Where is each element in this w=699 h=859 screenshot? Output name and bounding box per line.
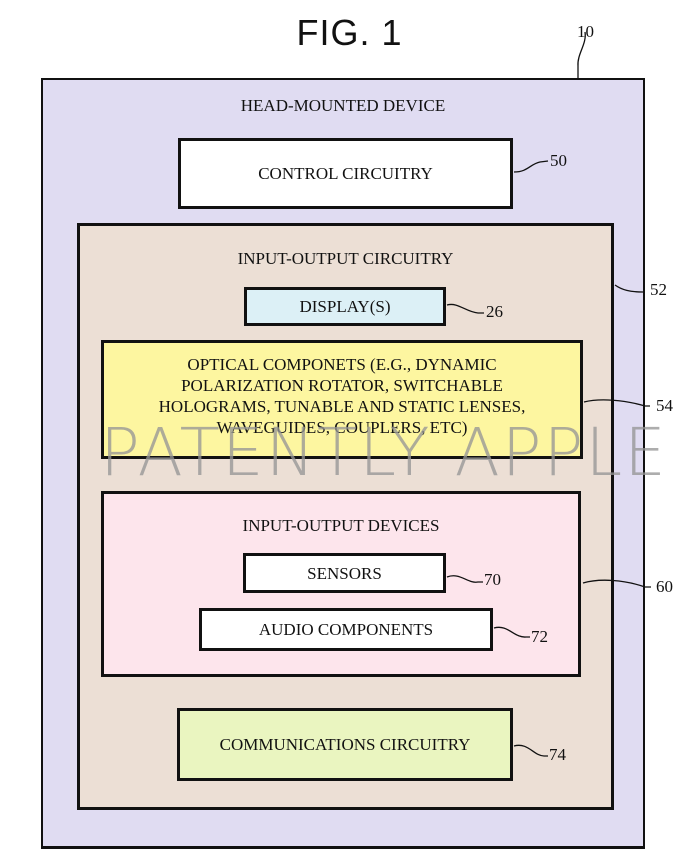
optical-components-block: OPTICAL COMPONETS (E.G., DYNAMIC POLARIZ… [101,340,583,459]
ref-50: 50 [550,151,567,170]
sensors-label: SENSORS [307,563,382,583]
sensors-block: SENSORS [243,553,446,593]
communications-circuitry-block: COMMUNICATIONS CIRCUITRY [177,708,513,781]
ref-70: 70 [484,570,501,589]
head-mounted-device-label: HEAD-MOUNTED DEVICE [240,96,446,115]
optical-components-line: HOLOGRAMS, TUNABLE AND STATIC LENSES, [158,396,526,416]
displays-block: DISPLAY(S) [244,287,446,326]
displays-label: DISPLAY(S) [299,297,391,316]
input-output-devices-label: INPUT-OUTPUT DEVICES [242,516,440,535]
audio-components-label: AUDIO COMPONENTS [258,620,434,639]
communications-circuitry-label: COMMUNICATIONS CIRCUITRY [219,735,471,754]
ref-54: 54 [656,396,673,415]
ref-26: 26 [486,302,503,321]
figure-title: FIG. 1 [296,12,403,53]
optical-components-line: OPTICAL COMPONETS (E.G., DYNAMIC [187,354,497,374]
optical-components-line: POLARIZATION ROTATOR, SWITCHABLE [181,375,503,395]
audio-components-block: AUDIO COMPONENTS [199,608,493,651]
ref-74: 74 [549,745,566,764]
control-circuitry-block: CONTROL CIRCUITRY [178,138,513,209]
ref-10: 10 [577,22,594,41]
ref-60: 60 [656,577,673,596]
optical-components-line: WAVEGUIDES, COUPLERS, ETC) [216,417,468,437]
ref-52: 52 [650,280,667,299]
input-output-circuitry-label: INPUT-OUTPUT CIRCUITRY [237,249,454,268]
control-circuitry-label: CONTROL CIRCUITRY [258,164,433,183]
ref-72: 72 [531,627,548,646]
